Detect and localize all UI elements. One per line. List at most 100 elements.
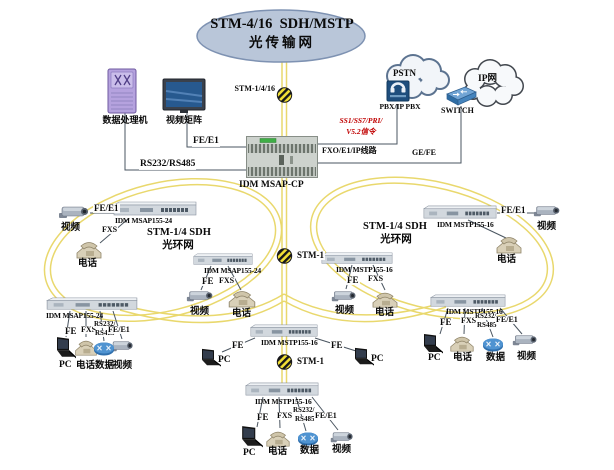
port-label-fxs: FXS [101, 225, 119, 235]
core-msap-cp-device [246, 136, 318, 178]
telephone-icon [226, 287, 258, 309]
telephone-icon [448, 333, 476, 353]
device-msap155-24-left-top [113, 201, 197, 217]
switch-label: SWITCH [441, 106, 474, 115]
stm1-mid-label: STM-1 [296, 250, 325, 261]
device-label: IDM MSTP155-16 [255, 397, 312, 406]
terminal-label-pc: PC [371, 354, 384, 364]
terminal-label-video: 视频 [61, 223, 81, 233]
data-processor-icon [106, 68, 138, 114]
data-processor-label: 数据处理机 [102, 115, 148, 125]
pbx-label: PBX/IP PBX [379, 102, 421, 111]
port-label-rs232: RS232/ [93, 320, 117, 329]
fxo-line-label: FXO/E1/IP线路 [322, 146, 377, 155]
device-label: IDM MSTP155-16 [261, 338, 318, 347]
fiber-fan-left-1 [117, 293, 285, 317]
device-label: IDM MSAP155-24 [204, 266, 261, 275]
device-mstp155-16-bottom [245, 382, 319, 397]
camera-icon [533, 204, 561, 218]
trunk-top-label: STM-1/4/16 [234, 84, 275, 93]
port-label-fe: FE [64, 326, 78, 337]
port-label-rs485: RS485 [94, 329, 116, 338]
port-label-fxs: FXS [367, 274, 385, 284]
camera-icon [58, 204, 90, 220]
ring-left-title-line1: STM-1/4 SDH [147, 227, 211, 238]
camera-icon [186, 289, 214, 303]
line-r1-phone [467, 219, 507, 239]
ring-right-title-line1: STM-1/4 SDH [363, 221, 427, 232]
device-msap155-24-left-mid [193, 253, 253, 266]
terminal-label-video: 视频 [113, 361, 133, 371]
stm-1-marker-mid [276, 248, 293, 264]
camera-icon [330, 430, 354, 444]
left-ring-fiber-inner [49, 183, 277, 317]
fiber-fan-right-2 [283, 300, 447, 323]
right-ring-fiber-outer [309, 176, 555, 320]
port-label-rs485: RS485 [294, 415, 316, 424]
terminal-label-video: 视频 [332, 445, 352, 455]
device-label: IDM MSTP155-16 [336, 265, 393, 274]
data-router-icon [92, 341, 116, 356]
device-label: IDM MSAP155-24 [115, 216, 172, 225]
device-mstp155-16-center [250, 324, 318, 338]
port-label-fe-e1: FE/E1 [107, 325, 131, 335]
data-router-icon [296, 431, 320, 446]
port-label-rs232: RS232/ [292, 406, 316, 415]
sdh-cloud [196, 9, 366, 63]
video-matrix-icon [162, 78, 206, 114]
pc-icon [240, 425, 264, 449]
right-ring-fiber-inner [315, 182, 549, 314]
port-label-fxs: FXS [276, 411, 294, 421]
telephone-icon [74, 238, 104, 260]
switch-icon [444, 85, 478, 107]
device-label: IDM MSTP155-16 [446, 307, 503, 316]
camera-icon [512, 333, 538, 347]
ring-right-title-line2: 光环网 [380, 234, 412, 245]
terminal-label-phone: 电话 [375, 308, 395, 318]
line-switch-to-core [318, 106, 462, 164]
port-label-fxs: FXS [218, 276, 236, 286]
stm-markers [276, 87, 293, 370]
ip-net-label: IP网 [478, 74, 498, 84]
pc-icon [422, 333, 444, 355]
terminal-label-phone: 电话 [78, 259, 98, 269]
terminal-label-phone: 电话 [453, 353, 473, 363]
terminal-label-phone: 电话 [497, 255, 517, 265]
line-pbx-to-core [318, 104, 398, 145]
port-label-fe: FE [256, 412, 270, 423]
port-label-fxs: FXS [80, 325, 98, 335]
port-label-fe-e1: FE/E1 [495, 315, 519, 325]
device-label: IDM MSTP155-16 [437, 220, 494, 229]
signaling-label-line1: SS1/SS7/PRI/ [339, 116, 383, 125]
device-mstp155-16-right-top [423, 205, 497, 220]
pc-icon [55, 336, 77, 360]
port-label-fe-e1: FE/E1 [500, 205, 527, 216]
port-label-fe: FE [439, 317, 453, 328]
port-label-rs485: RS485 [476, 321, 498, 330]
device-msap155-24-left-bottom [46, 297, 138, 311]
terminal-label-pc: PC [243, 448, 256, 458]
device-mstp155-16-right-mid [321, 252, 393, 265]
stm1-bottom-label: STM-1 [296, 356, 325, 367]
telephone-icon [494, 233, 524, 255]
port-label-fe-e1: FE/E1 [93, 203, 120, 214]
terminal-label-video: 视频 [537, 222, 557, 232]
terminal-label-data: 数据 [300, 446, 320, 456]
pbx-icon [386, 79, 410, 103]
line-data-processor-to-core [124, 112, 248, 171]
terminal-label-phone: 电话 [268, 447, 288, 457]
device-mstp155-16-right-bottom [430, 294, 506, 308]
ge-fe-label: GE/FE [412, 148, 437, 157]
port-label-rs232: RS232/ [474, 312, 498, 321]
stm-1-marker-bottom [276, 354, 293, 370]
data-router-icon [481, 337, 505, 352]
core-device-label: IDM MSAP-CP [239, 180, 304, 190]
device-label: IDM MSAP155-24 [46, 311, 103, 320]
port-label-fe: FE [346, 275, 360, 286]
fiber-fan-right-1 [283, 293, 449, 316]
ring-left-title-line2: 光环网 [162, 240, 194, 251]
terminal-label-video: 视频 [190, 307, 210, 317]
video-matrix-label: 视频矩阵 [165, 115, 202, 125]
port-label-fe: FE [231, 340, 245, 351]
